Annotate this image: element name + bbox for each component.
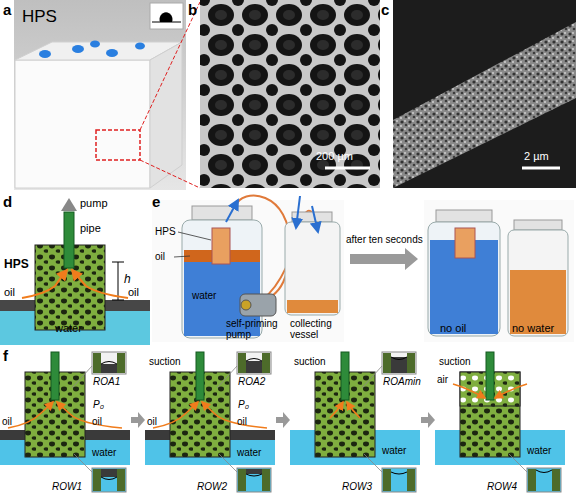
layer-label: water [92,447,116,458]
radius-label: ROW1 [52,481,82,492]
flow-label: air [437,374,448,385]
layer-label: oil [92,416,102,427]
scale-bar-label: 200 µm [316,150,353,162]
pressure-label: P₀ [93,399,104,410]
panel-letter: f [3,348,8,365]
layer-label: oil [237,416,247,427]
panel-letter: c [381,2,389,19]
sample-name: HPS [22,8,57,27]
layer-label: oil [128,286,139,298]
flow-label: suction [439,356,471,367]
layer-label: water [55,322,82,334]
layer-label: oil [147,416,157,427]
layer-label: water [527,445,551,456]
result-label: no water [512,322,554,334]
panel-letter: d [3,194,12,211]
radius-label: ROW4 [487,481,517,492]
part-label: pipe [80,222,101,234]
radius-label: ROW3 [342,481,372,492]
layer-label: oil [155,251,165,262]
flow-label: suction [149,356,181,367]
pressure-label: P₀ [238,399,249,410]
radius-label: ROAmin [383,376,421,387]
flow-label: suction [294,356,326,367]
part-label: HPS [4,258,29,271]
radius-label: ROA1 [93,376,120,387]
part-label: self-priming pump [226,318,296,340]
layer-label: water [237,447,261,458]
step-label: after ten seconds [346,234,423,245]
scale-bar-label: 2 µm [524,150,549,162]
panel-letter: e [152,194,160,211]
layer-label: water [192,290,216,301]
radius-label: ROW2 [197,481,227,492]
part-label: HPS [155,226,176,237]
layer-label: oil [2,416,12,427]
part-label: pump [80,197,108,209]
panel-letter: a [3,2,11,19]
layer-label: water [382,445,406,456]
panel-letter: b [188,2,197,19]
radius-label: ROA2 [238,376,265,387]
dimension-label: h [124,273,131,286]
part-label: collecting vessel [290,318,346,340]
result-label: no oil [440,322,466,334]
layer-label: oil [4,286,15,298]
